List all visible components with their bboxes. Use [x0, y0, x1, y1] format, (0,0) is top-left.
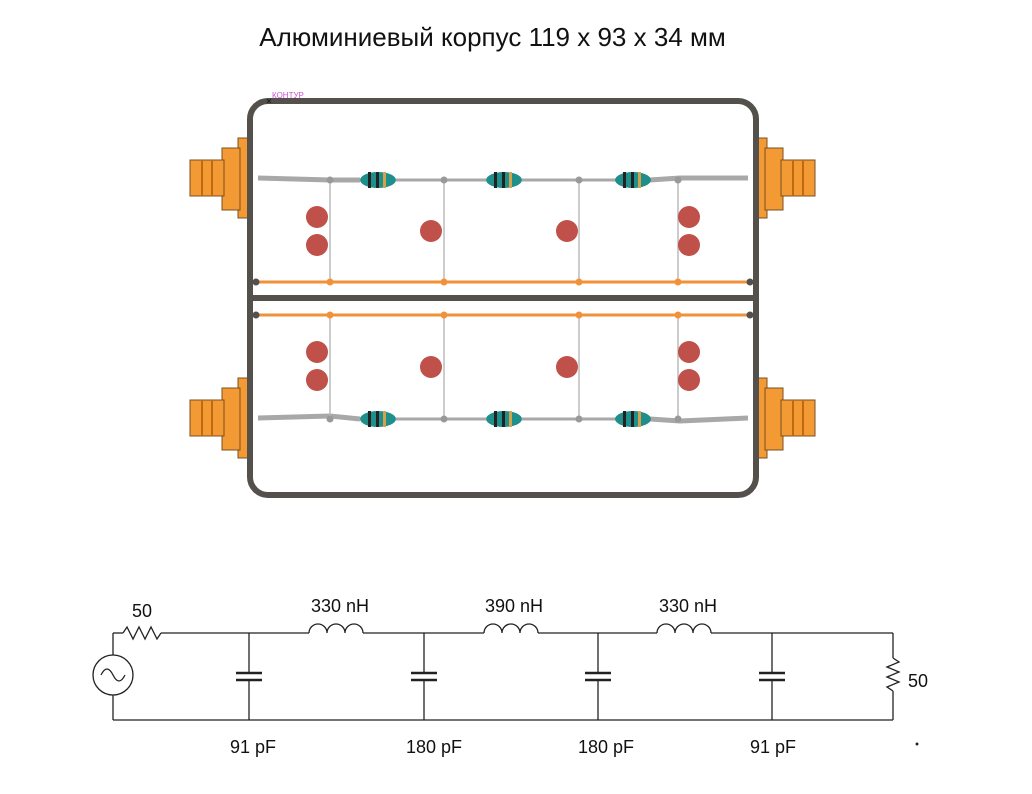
channel-top — [252, 172, 754, 286]
inductor-label: 390 nH — [485, 596, 543, 616]
capacitor-label: 180 pF — [578, 737, 634, 757]
capacitor-symbol — [236, 633, 262, 720]
capacitor-label: 91 pF — [750, 737, 796, 757]
inductor-symbol — [656, 623, 712, 634]
signal-trace — [257, 413, 361, 422]
inductor-component — [486, 172, 522, 188]
inductor-symbol — [308, 623, 364, 634]
connector-bottom-left — [189, 377, 249, 459]
source-resistor-symbol — [122, 625, 162, 641]
capacitor-component — [306, 206, 700, 256]
source-resistor-label: 50 — [132, 601, 152, 621]
inductor-component — [360, 172, 396, 188]
connector-top-left — [189, 137, 249, 219]
inductor-component — [486, 411, 522, 427]
signal-trace — [257, 175, 360, 183]
capacitor-symbol — [411, 633, 437, 720]
page-title: Алюминиевый корпус 119 x 93 x 34 мм — [259, 22, 726, 52]
capacitor-label: 91 pF — [230, 737, 276, 757]
connector-bottom-right — [756, 377, 816, 459]
connector-top-right — [756, 137, 816, 219]
channel-bottom — [252, 311, 754, 427]
schematic-labels: 50 330 nH 390 nH 330 nH 91 pF 180 pF 180… — [132, 596, 928, 757]
capacitor-label: 180 pF — [406, 737, 462, 757]
load-resistor-symbol — [885, 657, 901, 692]
inductor-component — [615, 172, 651, 188]
layout-marker: КОНТУР — [272, 91, 304, 100]
inductor-label: 330 nH — [311, 596, 369, 616]
capacitor-component — [306, 341, 700, 391]
inductor-component — [615, 411, 651, 427]
schematic — [92, 623, 919, 746]
capacitor-symbol — [759, 633, 785, 720]
partition-wall — [252, 295, 754, 301]
load-resistor-label: 50 — [908, 671, 928, 691]
inductor-label: 330 nH — [659, 596, 717, 616]
capacitor-symbol — [585, 633, 611, 720]
enclosure-layout: КОНТУР — [189, 91, 816, 498]
inductor-component — [360, 411, 396, 427]
inductor-symbol — [483, 623, 539, 634]
